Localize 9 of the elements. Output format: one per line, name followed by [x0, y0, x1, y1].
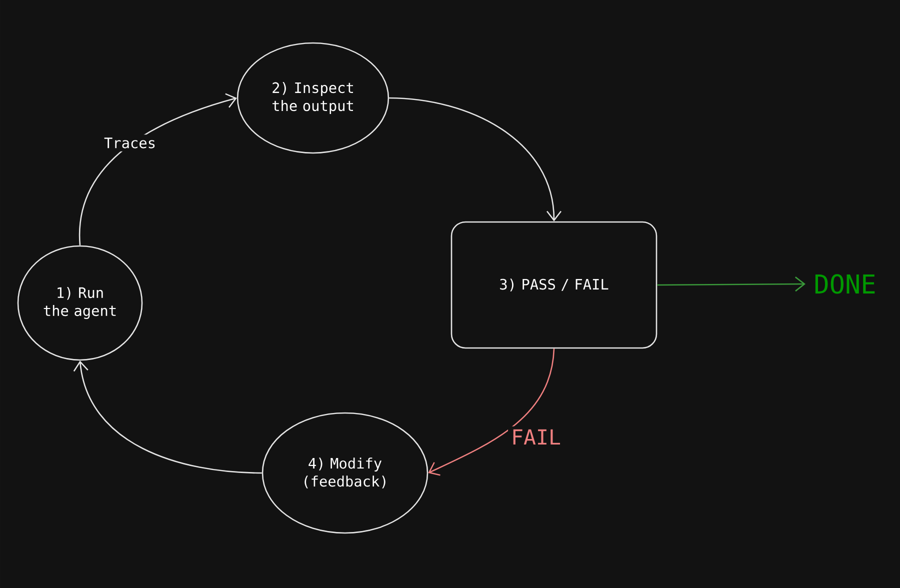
outcome-label: DONE	[815, 274, 875, 294]
arrow	[389, 97, 562, 222]
arrow	[73, 360, 262, 474]
arrow	[79, 93, 237, 246]
arrow	[428, 348, 555, 476]
edge-label: Traces	[101, 134, 160, 152]
decision-box: 3) PASS / FAIL	[450, 221, 658, 349]
arrow	[657, 276, 806, 292]
edge-label: FAIL	[508, 426, 564, 448]
